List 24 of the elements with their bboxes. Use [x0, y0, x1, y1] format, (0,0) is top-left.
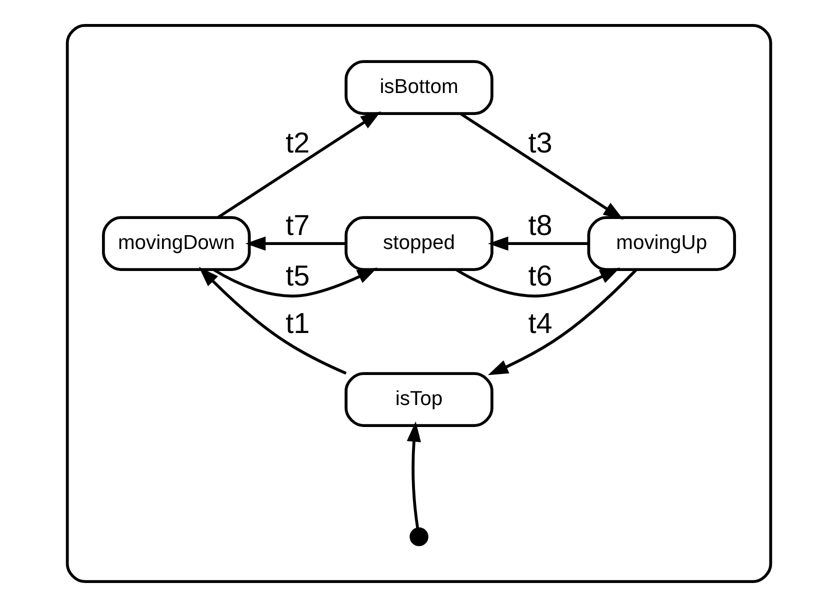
edge-label: t2	[285, 128, 310, 160]
node-box: stopped	[344, 216, 493, 271]
arrow	[487, 268, 637, 376]
arrow	[212, 268, 377, 298]
node-box: movingUp	[586, 216, 736, 271]
arrow	[406, 421, 420, 529]
arrow	[216, 111, 380, 219]
arrow	[459, 112, 624, 220]
edge-label: t3	[528, 128, 552, 160]
arrow	[454, 268, 620, 298]
node-box: isBottom	[344, 60, 493, 116]
cluster	[65, 24, 772, 583]
arrow	[244, 236, 346, 251]
edge-label: t8	[528, 210, 552, 242]
edge-label: t1	[285, 308, 310, 340]
edge-label: t4	[528, 308, 552, 340]
node-circle	[409, 527, 428, 546]
edge-label: t5	[285, 260, 310, 292]
node-box: isTop	[344, 372, 493, 427]
node-box: movingDown	[102, 216, 250, 271]
arrow	[198, 266, 346, 375]
edge-label: t6	[528, 260, 552, 292]
edge-label: t7	[285, 210, 310, 242]
arrow	[488, 236, 588, 251]
